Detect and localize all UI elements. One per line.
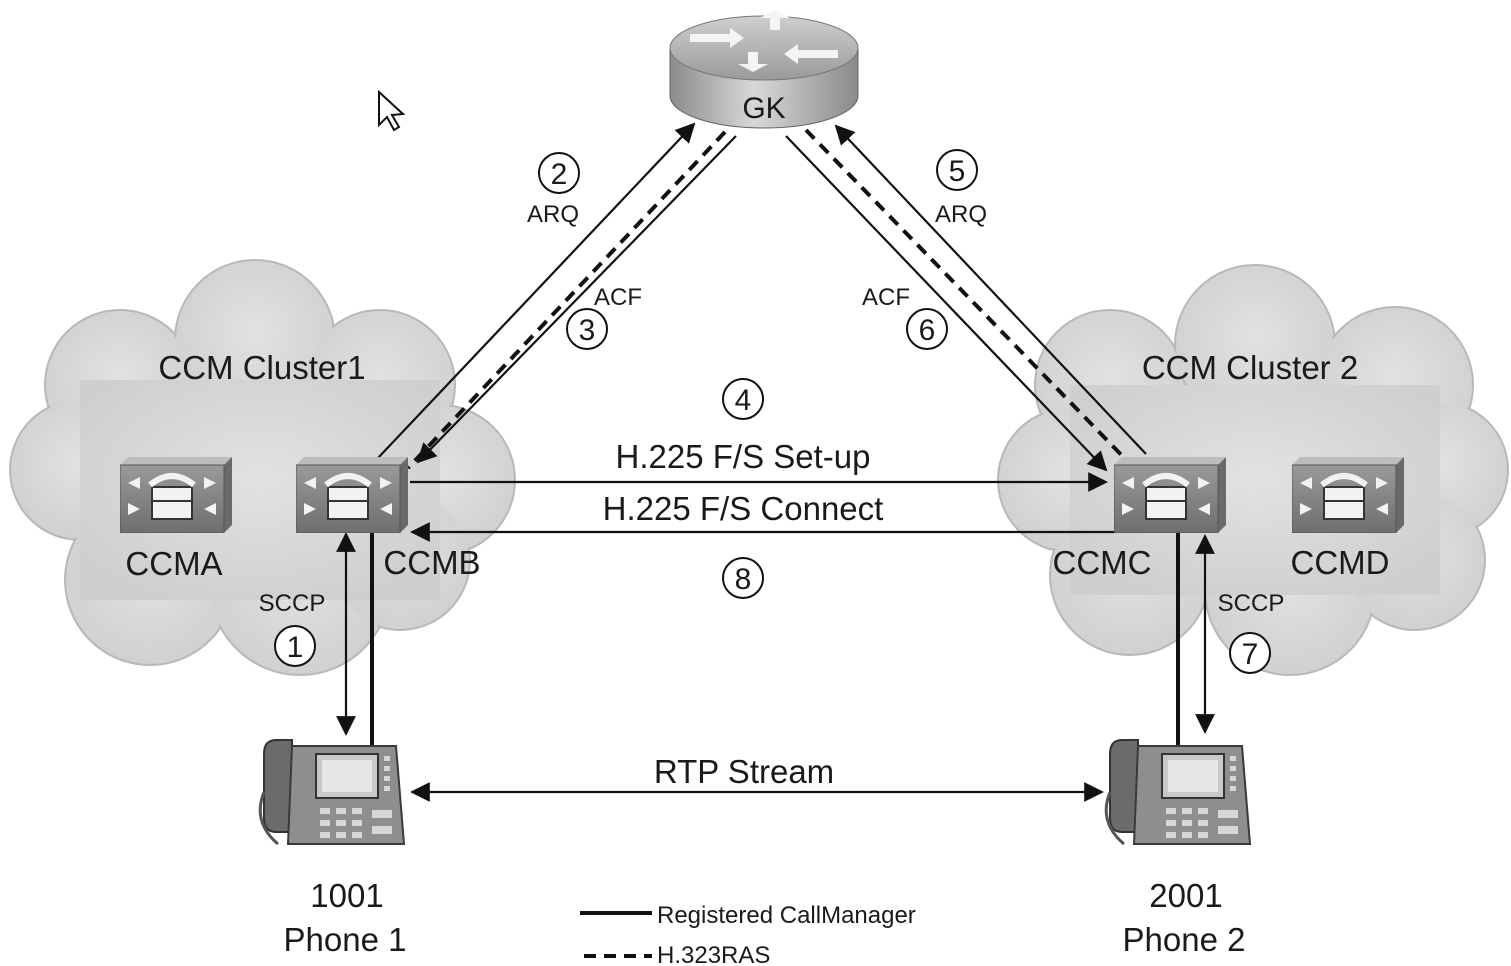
ccma-label: CCMA xyxy=(125,545,222,582)
step-8-number: 8 xyxy=(735,563,752,596)
phone1-icon xyxy=(258,738,406,846)
acf-arrow-left xyxy=(416,135,737,464)
step-1: 1 xyxy=(274,625,316,667)
phone2-number: 2001 xyxy=(1149,877,1222,914)
step-7-label: SCCP xyxy=(1218,590,1285,617)
step-7-number: 7 xyxy=(1242,638,1259,671)
legend-dashed-label: H.323RAS xyxy=(657,942,770,966)
step-5-label: ARQ xyxy=(935,201,987,228)
step-1-number: 1 xyxy=(287,631,304,664)
step-6: 6 xyxy=(906,308,948,350)
step-7: 7 xyxy=(1229,632,1271,674)
ccmc-server-icon xyxy=(1114,457,1226,533)
ccmd-label: CCMD xyxy=(1291,544,1390,581)
phone2-name: Phone 2 xyxy=(1123,921,1246,958)
cluster2-cloud xyxy=(997,264,1509,676)
step-2: 2 xyxy=(538,152,580,194)
step-4: 4 xyxy=(722,378,764,420)
phone1-number: 1001 xyxy=(310,877,383,914)
step-5: 5 xyxy=(936,149,978,191)
step-3-label: ACF xyxy=(594,284,642,311)
step-1-label: SCCP xyxy=(259,590,326,617)
step-8: 8 xyxy=(722,557,764,599)
legend: Registered CallManager H.323RAS xyxy=(580,902,916,966)
phone1-name: Phone 1 xyxy=(284,921,407,958)
step-3-number: 3 xyxy=(579,314,596,347)
cluster1-label: CCM Cluster1 xyxy=(158,349,365,386)
step-4-label: H.225 F/S Set-up xyxy=(616,438,871,475)
phone2-icon xyxy=(1104,738,1252,846)
step-2-number: 2 xyxy=(551,158,568,191)
ccmc-label: CCMC xyxy=(1053,544,1152,581)
ras-dashed-left xyxy=(406,130,727,470)
step-4-number: 4 xyxy=(735,384,752,417)
arq-arrow-right xyxy=(834,124,1147,455)
ccmd-server-icon xyxy=(1292,457,1404,533)
gatekeeper-label: GK xyxy=(742,92,785,125)
acf-arrow-right xyxy=(785,135,1108,472)
rtp-stream-label: RTP Stream xyxy=(654,753,834,790)
arq-arrow-left xyxy=(377,122,696,459)
cluster2-label: CCM Cluster 2 xyxy=(1142,349,1358,386)
mouse-cursor-icon xyxy=(378,89,406,132)
step-8-label: H.225 F/S Connect xyxy=(603,490,884,527)
step-6-number: 6 xyxy=(919,314,936,347)
step-3: 3 xyxy=(566,308,608,350)
ccmb-label: CCMB xyxy=(383,544,480,581)
legend-solid-label: Registered CallManager xyxy=(657,902,916,929)
ccmb-server-icon xyxy=(296,457,408,533)
ccma-server-icon xyxy=(120,457,232,533)
step-5-number: 5 xyxy=(949,155,966,188)
step-2-label: ARQ xyxy=(527,201,579,228)
step-6-label: ACF xyxy=(862,284,910,311)
router-icon xyxy=(669,10,859,129)
